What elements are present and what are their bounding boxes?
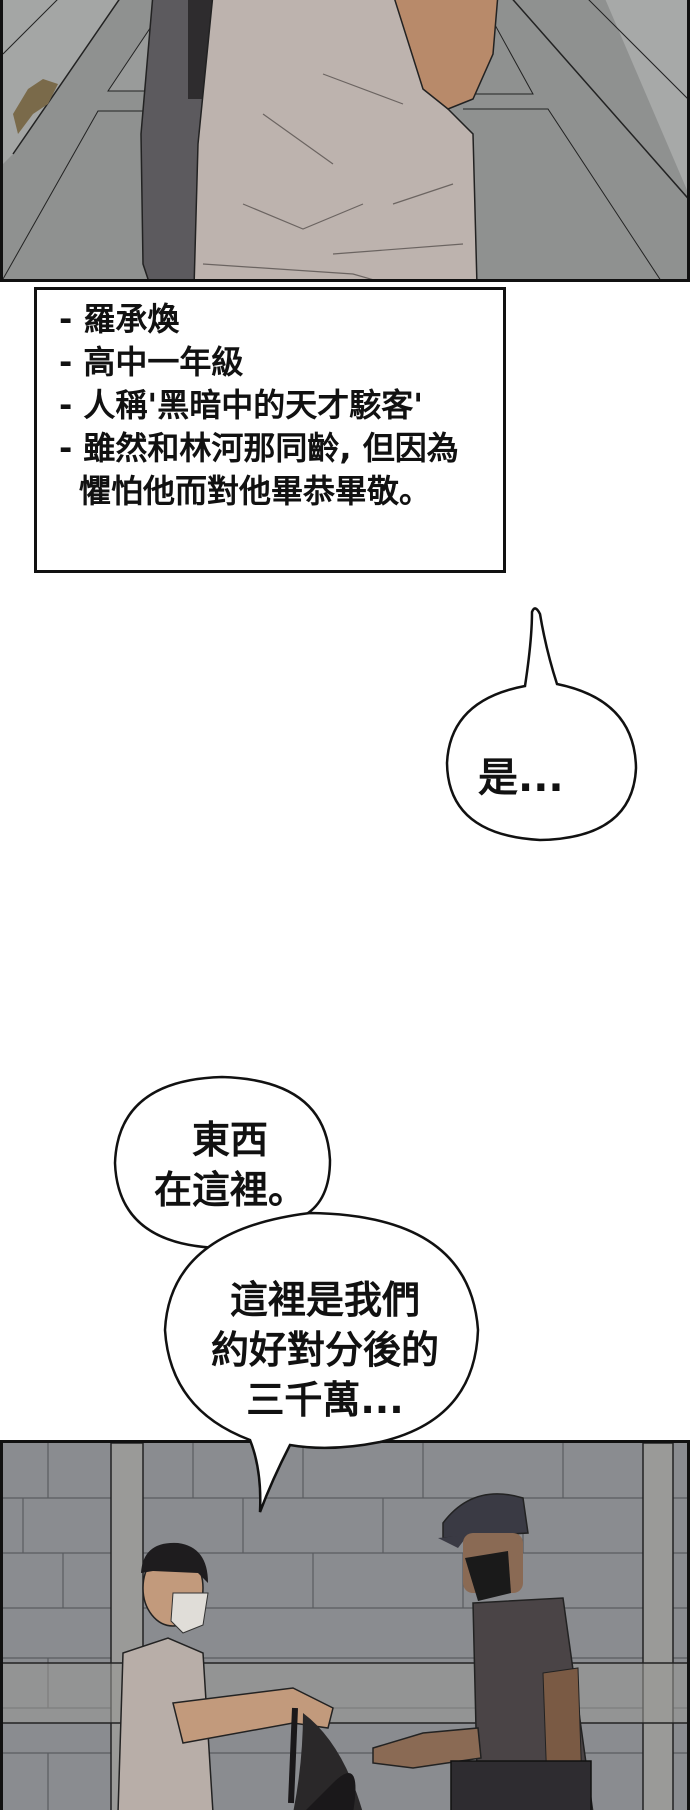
caption-line-relation-cont: 懼怕他而對他畢恭畢敬。 <box>79 472 432 510</box>
speech-text-first: 東西 在這裡。 <box>150 1115 310 1215</box>
speech-text-yes: 是... <box>478 755 564 801</box>
speech-line: 在這裡。 <box>153 1168 306 1212</box>
speech-line: 這裡是我們 <box>229 1278 420 1322</box>
bottom-panel <box>0 1440 690 1810</box>
speech-line: 東西 <box>191 1118 268 1162</box>
caption-line-relation: - 雖然和林河那同齡, 但因為 <box>59 429 459 467</box>
speech-line: 三千萬... <box>246 1378 404 1422</box>
speech-line: 約好對分後的 <box>210 1328 439 1372</box>
top-panel <box>0 0 690 282</box>
caption-line-nickname: - 人稱'黑暗中的天才駭客' <box>59 386 424 424</box>
caption-line-grade: - 高中一年級 <box>59 343 244 381</box>
character-caption-box: - 羅承煥 - 高中一年級 - 人稱'黑暗中的天才駭客' - 雖然和林河那同齡,… <box>34 287 506 573</box>
speech-bubble-yes <box>445 607 638 842</box>
caption-line-name: - 羅承煥 <box>59 300 180 338</box>
exchange-illustration <box>3 1443 687 1810</box>
walkway-illustration <box>3 0 687 279</box>
speech-text-second: 這裡是我們 約好對分後的 三千萬... <box>190 1275 460 1425</box>
